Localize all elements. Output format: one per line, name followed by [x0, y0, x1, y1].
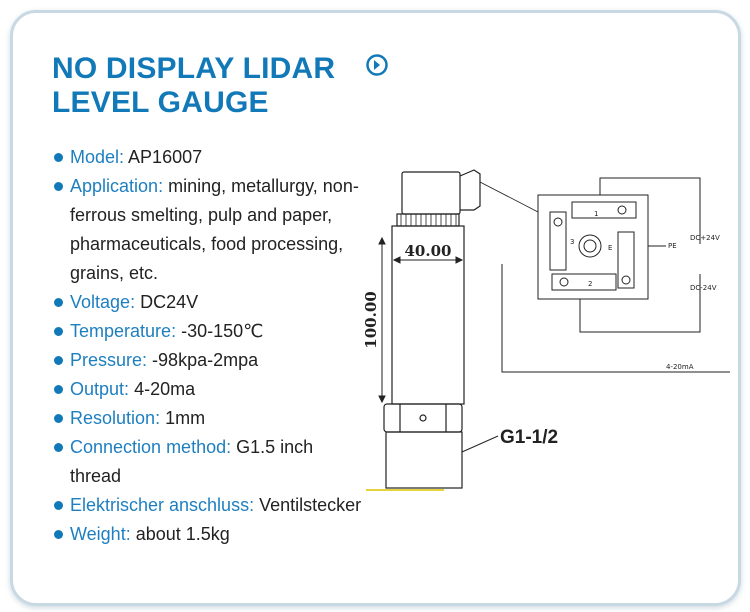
height-dimension — [378, 236, 386, 404]
connector-leader — [479, 181, 539, 213]
bullet-icon — [54, 182, 63, 191]
dc-minus-label: DC-24V — [690, 284, 717, 292]
width-dimension-label: 40.00 — [405, 242, 452, 260]
bullet-icon — [54, 501, 63, 510]
bullet-icon — [54, 443, 63, 452]
spec-model: Model: AP16007 — [52, 143, 362, 172]
terminal-2-label: 2 — [588, 280, 592, 288]
dc-plus-label: DC+24V — [690, 234, 720, 242]
spec-label: Elektrischer anschluss — [70, 495, 250, 515]
width-dimension — [392, 256, 464, 264]
spec-connection: Connection method: G1.5 inch thread — [52, 433, 362, 491]
spec-label: Connection method — [70, 437, 227, 457]
spec-label: Resolution — [70, 408, 156, 428]
terminal-e-label: E — [608, 244, 612, 252]
spec-label: Application — [70, 176, 159, 196]
bullet-icon — [54, 530, 63, 539]
spec-temperature: Temperature: -30-150℃ — [52, 317, 362, 346]
spec-label: Model — [70, 147, 120, 167]
output-label: 4-20mA — [666, 363, 694, 371]
spec-value: -30-150℃ — [181, 321, 264, 341]
spec-label: Pressure — [70, 350, 143, 370]
technical-drawing: 40.00 100.00 G1-1/2 1 2 3 E PE D — [362, 169, 730, 491]
spec-label: Voltage — [70, 292, 131, 312]
spec-value: 1mm — [165, 408, 206, 428]
spec-value: DC24V — [140, 292, 199, 312]
spec-value: about 1.5kg — [135, 524, 230, 544]
wiring-diagram — [501, 177, 730, 373]
spec-card — [10, 10, 741, 606]
terminal-3-label: 3 — [570, 238, 574, 246]
thread-label: G1-1/2 — [500, 427, 558, 448]
spec-value: 4-20ma — [134, 379, 196, 399]
spec-electrical: Elektrischer anschluss: Ventilstecker — [52, 491, 362, 520]
pe-label: PE — [668, 242, 677, 250]
spec-value: AP16007 — [128, 147, 203, 167]
knurl-lines — [400, 214, 457, 226]
spec-label: Temperature — [70, 321, 172, 341]
spec-application: Application: mining, metallurgy, non-fer… — [52, 172, 362, 288]
bullet-icon — [54, 327, 63, 336]
terminal-1-label: 1 — [594, 210, 598, 218]
bullet-icon — [54, 298, 63, 307]
spec-resolution: Resolution: 1mm — [52, 404, 362, 433]
spec-list: Model: AP16007 Application: mining, meta… — [52, 143, 362, 549]
spec-pressure: Pressure: -98kpa-2mpa — [52, 346, 362, 375]
bullet-icon — [54, 153, 63, 162]
spec-label: Output — [70, 379, 125, 399]
spec-value: G1.5 inch thread — [70, 437, 314, 486]
spec-voltage: Voltage: DC24V — [52, 288, 362, 317]
spec-output: Output: 4-20ma — [52, 375, 362, 404]
height-dimension-label: 100.00 — [362, 291, 380, 348]
bullet-icon — [54, 356, 63, 365]
spec-value: mining, metallurgy, non-ferrous smelting… — [70, 176, 359, 283]
spec-value: -98kpa-2mpa — [152, 350, 259, 370]
sensor-outline — [383, 169, 481, 489]
spec-value: Ventilstecker — [259, 495, 362, 515]
bullet-icon — [54, 385, 63, 394]
spec-label: Weight — [70, 524, 126, 544]
bullet-icon — [54, 414, 63, 423]
spec-weight: Weight: about 1.5kg — [52, 520, 362, 549]
thread-leader — [461, 435, 499, 453]
page-title: NO DISPLAY LIDAR LEVEL GAUGE — [52, 52, 336, 119]
circle-arrow-right-icon[interactable] — [366, 54, 388, 76]
